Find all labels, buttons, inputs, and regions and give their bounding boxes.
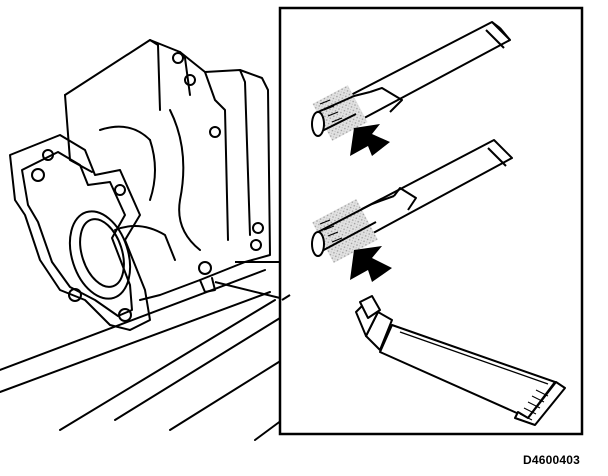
input-shaft-spline (311, 139, 513, 264)
grease-tube (355, 295, 566, 426)
base-lines (281, 294, 291, 301)
callout-lines (214, 261, 281, 299)
input-shaft-spline (311, 21, 511, 141)
grease-arrow (350, 246, 392, 282)
transfer-housing (0, 39, 283, 441)
figure-code: D4600403 (523, 453, 580, 467)
grease-arrow (350, 124, 390, 156)
